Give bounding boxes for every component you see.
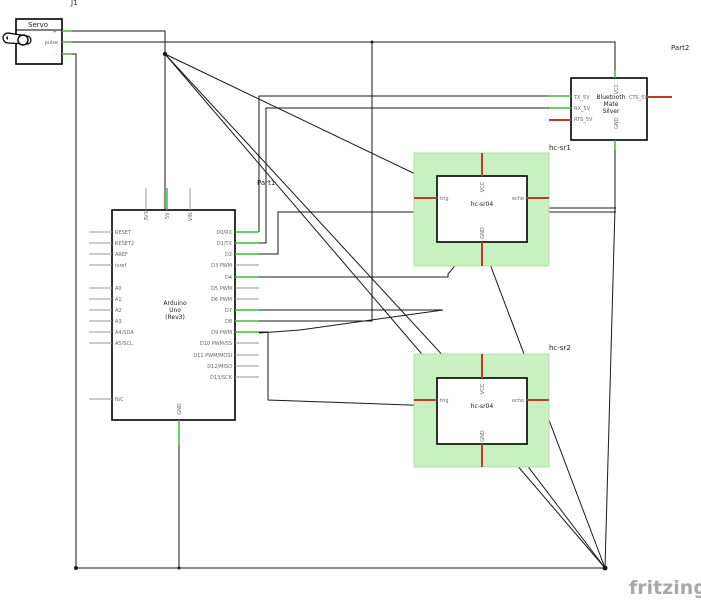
sonar1-pin-trig: trig xyxy=(440,196,449,202)
bluetooth-pin-tx: TX_5V xyxy=(573,95,590,101)
arduino-pin-aref: AREF xyxy=(115,252,128,258)
arduino-pin-d8: D8 xyxy=(225,319,232,325)
arduino-left-pins: RESET RESET2 AREF ioref A0 A1 A2 A3 A4/S… xyxy=(89,230,134,403)
arduino-pin-nc: N/C xyxy=(115,397,124,403)
arduino-pin-reset2: RESET2 xyxy=(115,241,134,247)
arduino-pin-a1: A1 xyxy=(115,297,122,303)
sonar2-body xyxy=(436,377,528,445)
arduino-pin-d12: D12/MISO xyxy=(207,364,232,370)
junction-dot xyxy=(602,565,608,571)
sonar2-pin-vcc: VCC xyxy=(480,383,486,394)
arduino-pin-a0: A0 xyxy=(115,286,122,292)
arduino-pin-a5: A5/SCL xyxy=(115,341,133,347)
arduino-pin-d5: D5 PWM xyxy=(211,286,232,292)
sonar1-pin-vcc: VCC xyxy=(480,181,486,192)
servo-horn-icon xyxy=(2,32,32,46)
arduino-pin-ioref: ioref xyxy=(115,263,126,269)
arduino-pin-gnd: GND xyxy=(177,403,183,415)
bluetooth-name-1: Bluetooth xyxy=(596,94,625,101)
sonar1-part[interactable]: hc-sr1 hc-sr04 VCC trig echo GND xyxy=(413,144,571,267)
servo-pin-minus: - xyxy=(55,52,57,58)
sonar2-part[interactable]: hc-sr2 hc-sr04 VCC trig echo GND xyxy=(413,344,571,468)
arduino-pin-d2: D2 xyxy=(225,252,232,258)
servo-pin-plus: + xyxy=(53,29,57,35)
arduino-right-pins: D0/RX D1/TX D2 D3 PWM D4 D5 PWM D6 PWM D… xyxy=(193,230,259,381)
junction-dot xyxy=(74,566,78,570)
arduino-pin-d4: D4 xyxy=(225,275,232,281)
arduino-pin-d9: D9 PWM xyxy=(211,330,232,336)
arduino-name-1: Arduino xyxy=(163,300,187,307)
arduino-pin-d11: D11 PWM/MOSI xyxy=(193,353,232,359)
bluetooth-part-label: Part2 xyxy=(671,44,689,52)
sonar1-pin-gnd: GND xyxy=(480,227,486,239)
servo-part[interactable]: J1 Servo + pulse - xyxy=(2,0,78,65)
arduino-body xyxy=(111,209,236,421)
sonar2-pin-gnd: GND xyxy=(480,430,486,442)
bluetooth-name-3: Silver xyxy=(603,108,620,115)
arduino-pin-a4: A4/SDA xyxy=(115,330,134,336)
bluetooth-pin-cts: CTS_5V xyxy=(629,95,648,101)
arduino-pin-d13: D13/SCK xyxy=(210,375,233,381)
arduino-pin-a2: A2 xyxy=(115,308,122,314)
sonar2-name: hc-sr04 xyxy=(471,403,494,410)
junction-dot xyxy=(177,566,181,570)
arduino-pin-d10: D10 PWM/SS xyxy=(200,341,232,347)
arduino-top-pins: 3V3 5V VIN xyxy=(144,188,194,221)
bluetooth-part[interactable]: Part2 Bluetooth Mate Silver VCC TX_5V RX… xyxy=(549,44,689,150)
arduino-part[interactable]: Part1 Arduino Uno (Rev3) 3V3 5V VIN xyxy=(89,179,275,445)
arduino-pin-3v3: 3V3 xyxy=(144,211,150,221)
arduino-pin-d1: D1/TX xyxy=(217,241,233,247)
junction-dot xyxy=(162,51,168,57)
bluetooth-pin-rts: RTS_5V xyxy=(574,117,593,123)
arduino-pin-vin: VIN xyxy=(188,212,194,221)
junction-dot xyxy=(370,40,374,44)
arduino-part-label: Part1 xyxy=(257,179,275,187)
bluetooth-pin-rx: RX_5V xyxy=(574,106,591,112)
sonar1-label: hc-sr1 xyxy=(549,144,571,152)
sonar2-label: hc-sr2 xyxy=(549,344,571,352)
servo-ref-label: J1 xyxy=(70,0,78,7)
arduino-name-3: (Rev3) xyxy=(165,314,185,321)
servo-label: Servo xyxy=(28,21,48,29)
arduino-pin-d0: D0/RX xyxy=(216,230,232,236)
bluetooth-pin-gnd: GND xyxy=(614,117,620,129)
bluetooth-body xyxy=(570,77,648,141)
bluetooth-pin-vcc: VCC xyxy=(614,83,620,94)
arduino-pin-reset: RESET xyxy=(115,230,132,236)
arduino-pin-a3: A3 xyxy=(115,319,122,325)
arduino-pin-5v: 5V xyxy=(165,212,171,219)
arduino-pin-d3: D3 PWM xyxy=(211,263,232,269)
sonar1-pin-echo: echo xyxy=(512,196,524,202)
arduino-pin-d6: D6 PWM xyxy=(211,297,232,303)
fritzing-logo: fritzing xyxy=(629,577,701,599)
sonar2-pin-trig: trig xyxy=(440,398,449,404)
arduino-pin-d7: D7 xyxy=(225,308,232,314)
servo-pin-pulse: pulse xyxy=(45,40,58,46)
arduino-name-2: Uno xyxy=(169,307,181,314)
sonar1-name: hc-sr04 xyxy=(471,201,494,208)
bluetooth-name-2: Mate xyxy=(604,101,619,108)
sonar2-pin-echo: echo xyxy=(512,398,524,404)
